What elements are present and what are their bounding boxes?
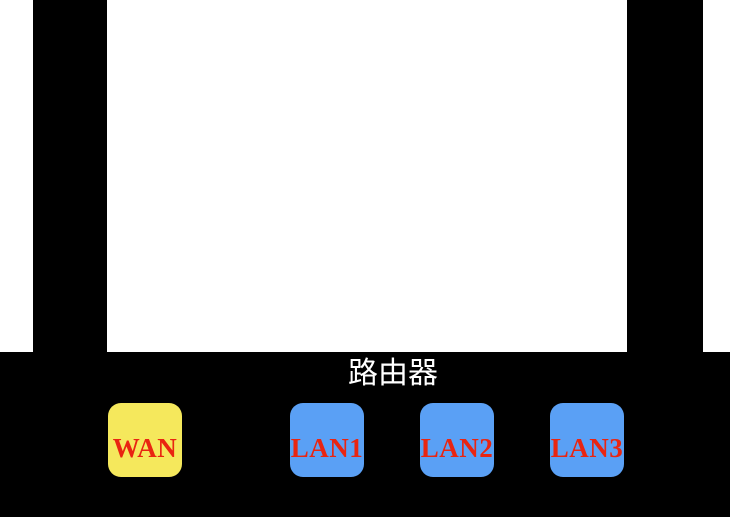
lan2-port-button[interactable]: LAN2 — [420, 403, 494, 477]
lan2-port-label: LAN2 — [420, 433, 494, 463]
lan3-port-button[interactable]: LAN3 — [550, 403, 624, 477]
lan1-port-label: LAN1 — [290, 433, 364, 463]
router-title: 路由器 — [348, 357, 438, 390]
right-antenna — [627, 0, 703, 352]
lan3-port-label: LAN3 — [550, 433, 624, 463]
wan-port-button[interactable]: WAN — [108, 403, 182, 477]
lan1-port-button[interactable]: LAN1 — [290, 403, 364, 477]
wan-port-label: WAN — [112, 433, 178, 463]
left-antenna — [33, 0, 107, 352]
